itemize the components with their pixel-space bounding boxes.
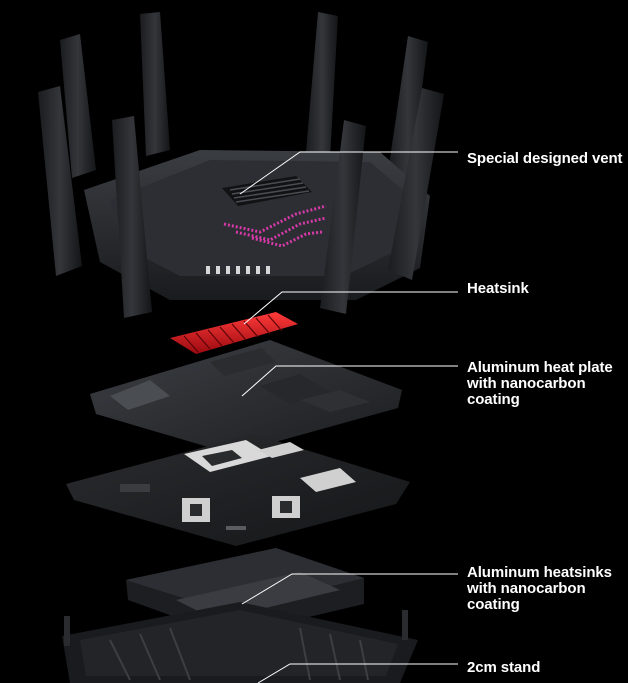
rog-logo xyxy=(223,204,327,248)
callout-heatsink: Heatsink xyxy=(467,281,529,297)
leader-line-stand xyxy=(257,663,458,683)
leader-line-heatsink xyxy=(243,291,458,325)
antenna xyxy=(388,36,428,180)
callout-text-line: Aluminum heatsinks xyxy=(467,564,612,581)
antenna xyxy=(306,12,338,158)
callout-aluminum-heatsinks: Aluminum heatsinks with nanocarbon coati… xyxy=(467,565,612,613)
antenna xyxy=(140,12,170,156)
pcb-board xyxy=(66,434,410,546)
red-heatsink xyxy=(170,312,298,354)
antenna xyxy=(60,34,96,178)
callout-text-line: coating xyxy=(467,596,520,613)
led-row xyxy=(206,266,270,274)
callout-text-line: Aluminum heat plate xyxy=(467,359,613,376)
callout-aluminum-heat-plate: Aluminum heat plate with nanocarbon coat… xyxy=(467,360,613,408)
callout-text-line: with nanocarbon xyxy=(467,580,586,597)
callout-text: Heatsink xyxy=(467,280,529,297)
callout-text-line: coating xyxy=(467,391,520,408)
vent-grille xyxy=(222,176,312,206)
leader-lines xyxy=(239,151,458,683)
antenna xyxy=(112,116,152,318)
router-shell xyxy=(38,12,444,318)
callout-special-designed-vent: Special designed vent xyxy=(467,150,623,167)
leader-line-plate xyxy=(241,365,458,397)
antenna xyxy=(320,120,366,314)
antenna xyxy=(388,88,444,280)
base-stand xyxy=(62,602,418,683)
callout-text: Special designed vent xyxy=(467,150,623,167)
antenna xyxy=(38,86,82,276)
callout-text: 2cm stand xyxy=(467,659,541,676)
leader-line-vent xyxy=(239,151,458,195)
callout-2cm-stand: 2cm stand xyxy=(467,660,540,676)
callout-text-line: with nanocarbon xyxy=(467,375,586,392)
heat-plate xyxy=(90,340,402,454)
leader-line-sinks xyxy=(241,573,458,605)
